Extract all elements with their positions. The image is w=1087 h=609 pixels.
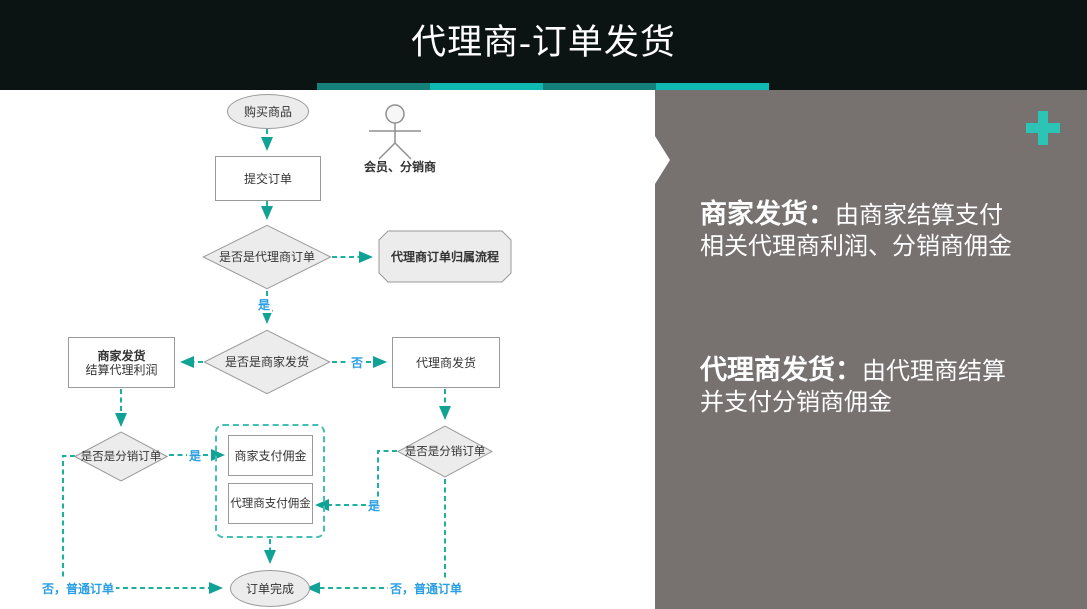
merchant-ship-description-lead: 商家发货： <box>700 199 835 229</box>
node-is-distribution-right: 是否是分销订单 <box>397 425 493 478</box>
chevron-right-icon <box>655 136 670 184</box>
node-end: 订单完成 <box>230 570 310 607</box>
node-agent-ship: 代理商发货 <box>392 337 500 388</box>
node-agent-order-process-label: 代理商订单归属流程 <box>390 249 499 264</box>
accent-segment-2 <box>430 83 543 90</box>
edge-label-no-1: 否 <box>349 354 366 371</box>
person-icon <box>369 104 421 160</box>
node-is-distribution-left: 是否是分销订单 <box>74 431 168 482</box>
page-title: 代理商-订单发货 <box>411 23 676 62</box>
node-merchant-ship: 商家发货 结算代理利润 <box>68 337 175 388</box>
info-panel <box>655 90 1087 609</box>
node-is-merchant-ship: 是否是商家发货 <box>203 329 331 395</box>
node-agent-order-process: 代理商订单归属流程 <box>378 230 512 283</box>
node-merchant-pay: 商家支付佣金 <box>228 435 313 476</box>
actor-label: 会员、分销商 <box>363 160 436 174</box>
agent-ship-description-lead: 代理商发货： <box>700 355 862 385</box>
commission-group-container <box>215 424 325 538</box>
agent-ship-description-text: 由代理商结算并支付分销商佣金 <box>700 358 1006 416</box>
node-start: 购买商品 <box>227 94 309 129</box>
node-submit-order: 提交订单 <box>215 156 321 201</box>
plus-icon <box>1026 111 1060 145</box>
node-agent-pay: 代理商支付佣金 <box>228 483 313 524</box>
agent-ship-description: 代理商发货：由代理商结算并支付分销商佣金 <box>700 355 1022 418</box>
node-is-distribution-left-label: 是否是分销订单 <box>80 450 162 463</box>
node-merchant-ship-line2: 结算代理利润 <box>85 362 158 377</box>
edge-label-yes-3: 是 <box>366 497 383 514</box>
accent-segment-4 <box>656 83 769 90</box>
header-bar: 代理商-订单发货 <box>0 0 1087 90</box>
edge-label-yes-1: 是 <box>256 296 273 313</box>
node-is-agent-order-label: 是否是代理商订单 <box>218 250 315 264</box>
edge-label-yes-2: 是 <box>187 447 204 464</box>
node-is-distribution-right-label: 是否是分销订单 <box>404 445 486 458</box>
edge-label-ordinary-right: 否，普通订单 <box>388 580 465 597</box>
node-merchant-ship-line1: 商家发货 <box>97 348 146 363</box>
accent-segment-1 <box>317 83 430 90</box>
accent-segment-3 <box>543 83 656 90</box>
edge-label-ordinary-left: 否，普通订单 <box>40 580 117 597</box>
merchant-ship-description-text: 由商家结算支付相关代理商利润、分销商佣金 <box>700 202 1012 260</box>
node-is-agent-order: 是否是代理商订单 <box>202 224 332 290</box>
merchant-ship-description: 商家发货：由商家结算支付相关代理商利润、分销商佣金 <box>700 199 1022 262</box>
node-is-merchant-ship-label: 是否是商家发货 <box>224 355 309 369</box>
